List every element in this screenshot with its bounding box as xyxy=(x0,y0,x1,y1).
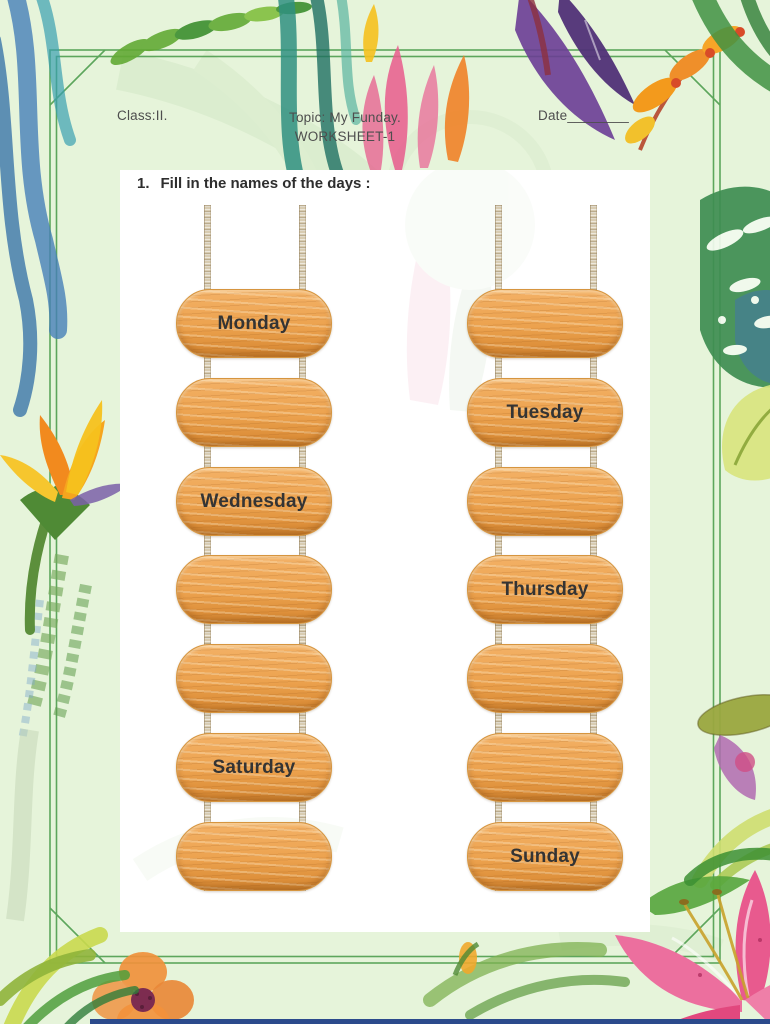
rope xyxy=(204,205,211,891)
day-board-left-1: Monday xyxy=(176,289,332,358)
blank-day-board-right-5[interactable] xyxy=(467,644,623,713)
question-number: 1. xyxy=(137,175,150,192)
class-label: Class:II. xyxy=(117,108,168,123)
blank-day-board-right-6[interactable] xyxy=(467,733,623,802)
orange-flower-bottomleft xyxy=(92,952,194,1024)
date-field[interactable]: Date________ xyxy=(538,108,629,123)
blank-day-board-left-2[interactable] xyxy=(176,378,332,447)
teal-leaves-top xyxy=(278,0,361,198)
blank-day-board-left-5[interactable] xyxy=(176,644,332,713)
day-ladder-left: Monday Wednesday Saturday xyxy=(176,205,332,896)
question-line: 1. Fill in the names of the days : xyxy=(137,175,371,192)
blank-day-board-right-3[interactable] xyxy=(467,467,623,536)
blank-day-board-right-1[interactable] xyxy=(467,289,623,358)
day-board-left-3: Wednesday xyxy=(176,467,332,536)
ferns-left xyxy=(6,553,92,922)
purple-leaves-top xyxy=(515,0,635,140)
bird-of-paradise-left xyxy=(0,400,130,635)
day-board-right-2: Tuesday xyxy=(467,378,623,447)
day-ladder-right: Tuesday Thursday Sunday xyxy=(467,205,623,896)
yellow-green-leaf-right xyxy=(722,385,770,481)
question-text: Fill in the names of the days : xyxy=(160,175,371,192)
bottom-navy-strip xyxy=(90,1019,770,1024)
day-board-right-4: Thursday xyxy=(467,555,623,624)
day-board-left-6: Saturday xyxy=(176,733,332,802)
blue-leaves-topleft xyxy=(0,0,76,417)
green-leaves-bottomcenter xyxy=(423,941,630,1020)
worksheet-label: WORKSHEET-1 xyxy=(294,129,396,144)
pink-flame-flower xyxy=(362,4,470,175)
rope xyxy=(495,205,502,891)
day-board-right-7: Sunday xyxy=(467,822,623,891)
topic-label: Topic: My Funday. xyxy=(289,110,401,125)
blank-day-board-left-4[interactable] xyxy=(176,555,332,624)
monstera-leaf-right xyxy=(700,186,770,388)
olive-leaf-and-bud-right xyxy=(697,694,770,800)
green-leaves-topright xyxy=(692,0,770,92)
rope xyxy=(590,205,597,891)
rope xyxy=(299,205,306,891)
blank-day-board-left-7[interactable] xyxy=(176,822,332,891)
pink-lily-bottomright xyxy=(615,847,770,1024)
topic-block: Topic: My Funday. WORKSHEET-1 xyxy=(235,108,455,146)
